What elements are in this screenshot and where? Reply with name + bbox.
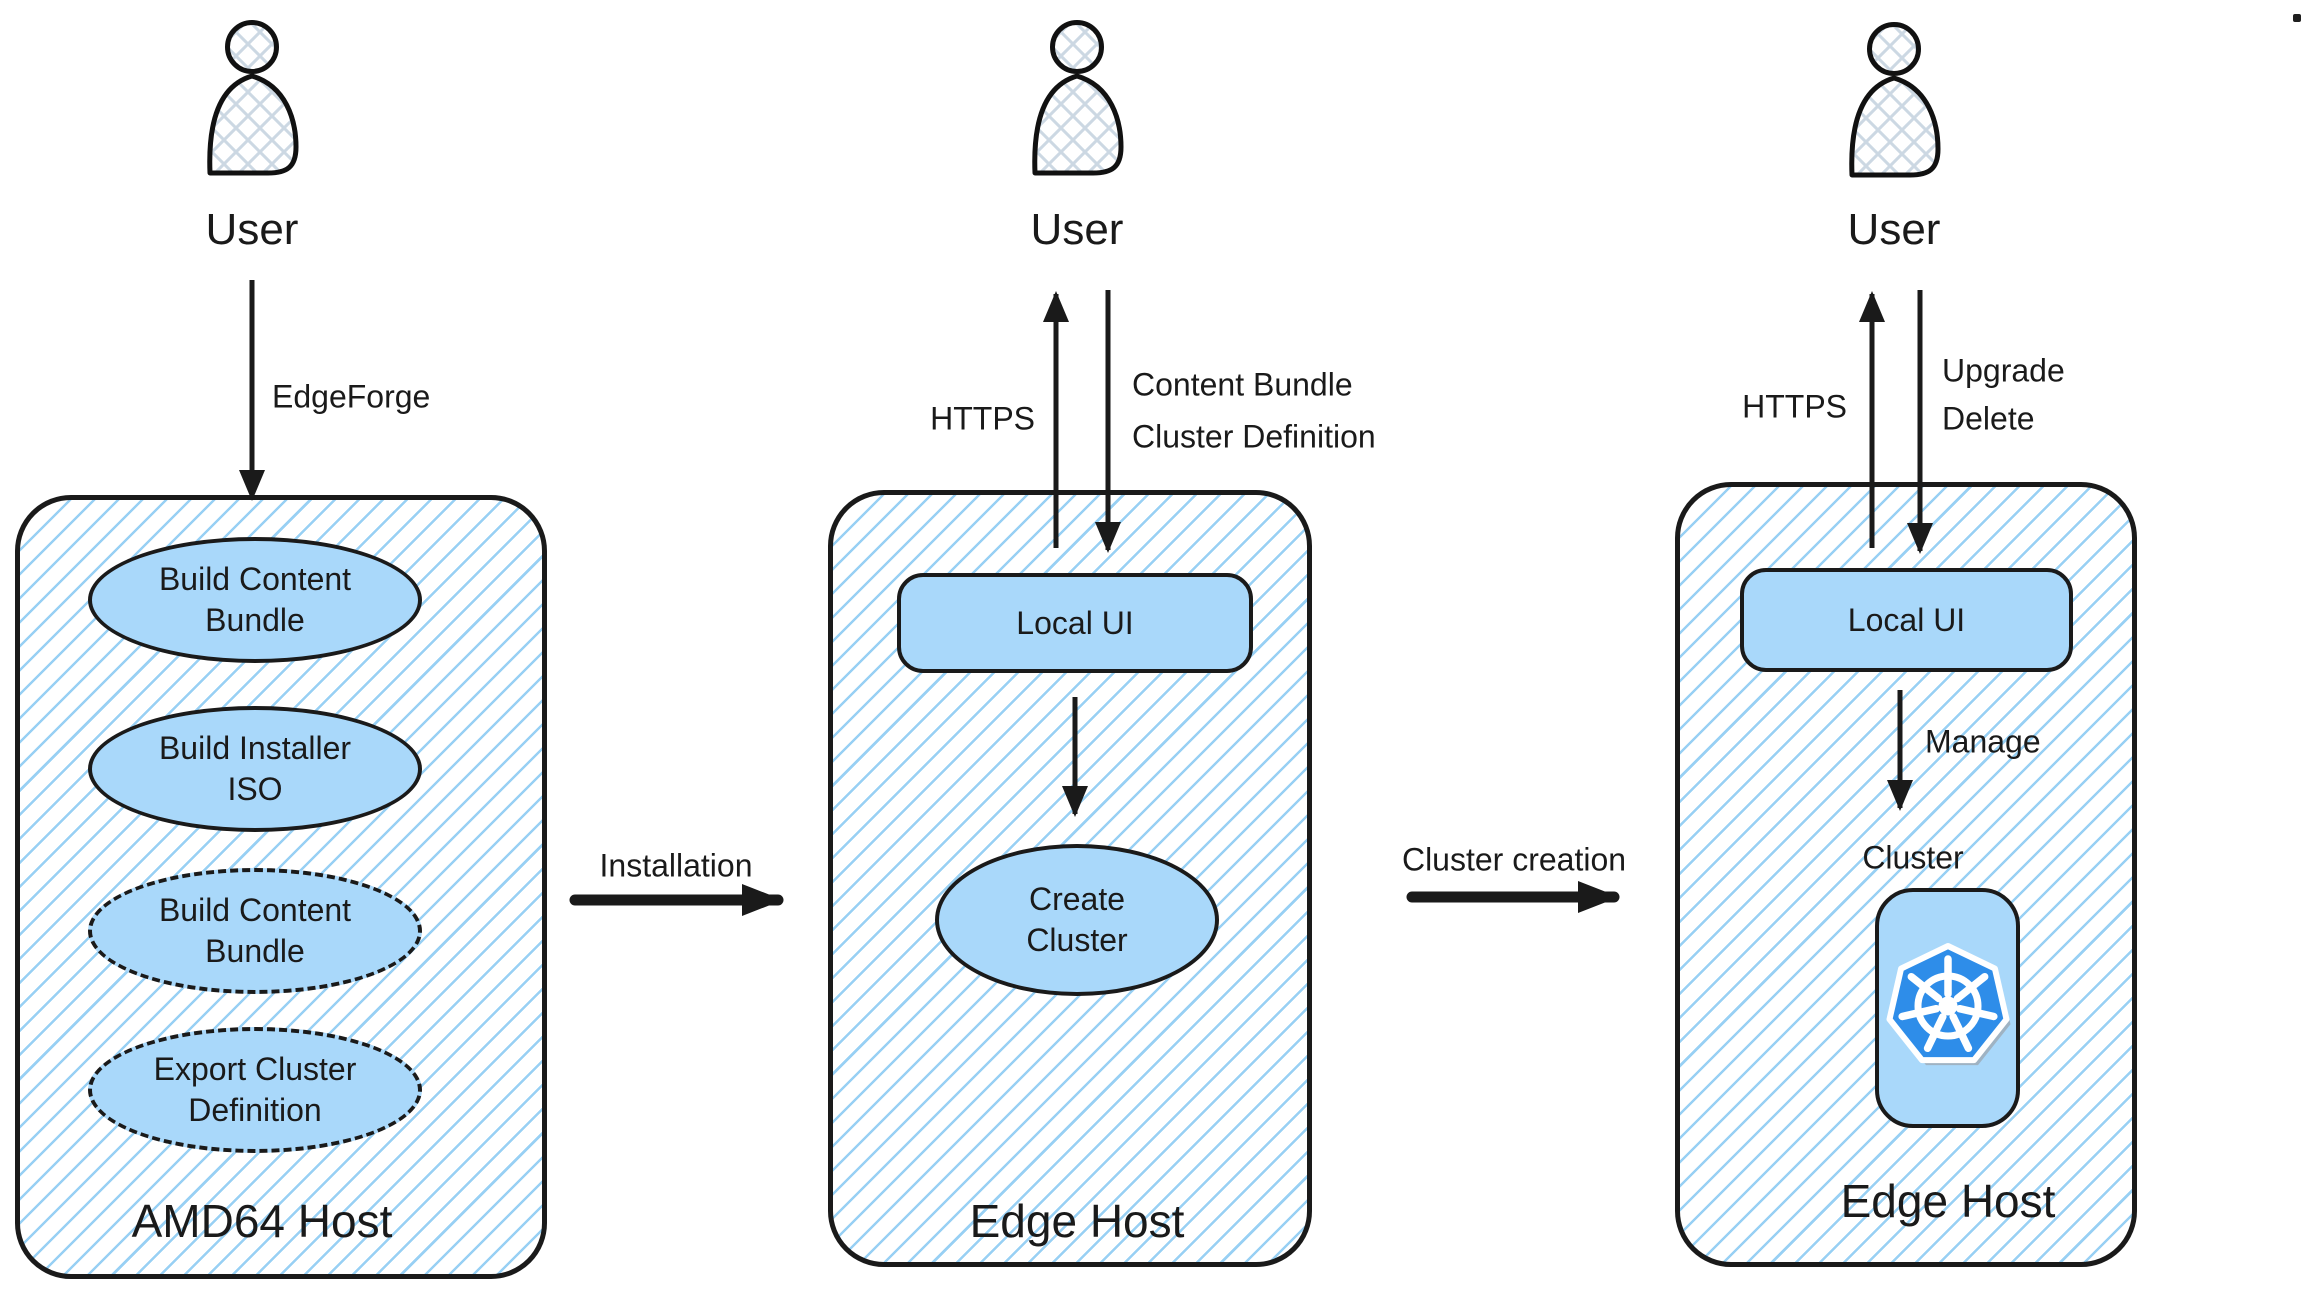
node-label-line: Build Content	[158, 892, 352, 928]
node-label-line: Export Cluster	[153, 1051, 357, 1087]
cluster-caption: Cluster	[1862, 839, 1964, 876]
installation-flow-label: Installation	[599, 847, 753, 884]
node-label-line: Cluster	[1026, 922, 1128, 958]
actor-label: User	[205, 205, 299, 254]
https-label-middle: HTTPS	[930, 400, 1035, 437]
user-icon	[1032, 20, 1124, 176]
node-label-line: Bundle	[205, 933, 305, 969]
node-label-line: Build Content	[158, 561, 352, 597]
upgrade-label: Upgrade	[1942, 352, 2065, 389]
host-label-amd64: AMD64 Host	[131, 1195, 393, 1247]
node-label-line: Build Installer	[158, 730, 352, 766]
node-build-installer-iso: Build Installer ISO	[88, 706, 422, 832]
user-icon	[207, 20, 299, 176]
local-ui-label: Local UI	[1016, 604, 1134, 641]
manage-arrow-label: Manage	[1925, 723, 2041, 760]
actor-label: User	[1847, 205, 1941, 254]
stray-dot	[2293, 14, 2301, 22]
host-label-edge-right: Edge Host	[1840, 1175, 2056, 1227]
node-label-line: Create	[1028, 881, 1126, 917]
local-ui-node-middle: Local UI	[897, 573, 1253, 673]
local-ui-node-right: Local UI	[1740, 568, 2073, 672]
local-ui-label: Local UI	[1847, 601, 1966, 638]
edgeforge-arrow-label: EdgeForge	[272, 378, 431, 415]
delete-label: Delete	[1942, 400, 2035, 437]
node-label-line: Definition	[188, 1092, 322, 1128]
kubernetes-icon	[1886, 943, 2011, 1066]
node-label-line: ISO	[227, 771, 283, 807]
host-label-edge-middle: Edge Host	[969, 1195, 1185, 1247]
https-label-right: HTTPS	[1742, 388, 1847, 425]
node-export-cluster-definition: Export Cluster Definition	[88, 1027, 422, 1153]
node-build-content-bundle: Build Content Bundle	[88, 537, 422, 663]
node-label-line: Bundle	[205, 602, 305, 638]
cluster-definition-label: Cluster Definition	[1132, 418, 1376, 455]
content-bundle-label: Content Bundle	[1132, 366, 1353, 403]
actor-label: User	[1030, 205, 1124, 254]
user-icon	[1849, 22, 1941, 178]
node-create-cluster: Create Cluster	[935, 844, 1219, 996]
cluster-creation-flow-label: Cluster creation	[1401, 841, 1627, 878]
node-build-content-bundle-optional: Build Content Bundle	[88, 868, 422, 994]
